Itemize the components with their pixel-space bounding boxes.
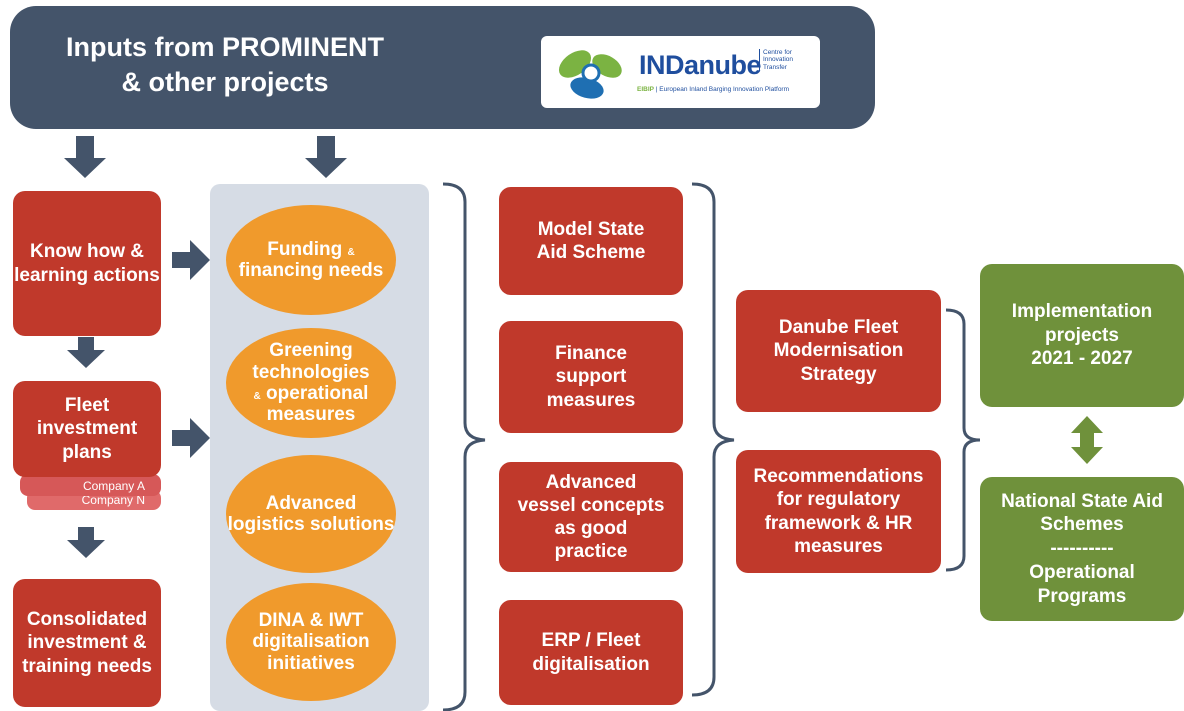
national-label-2: Operational Programs: [1029, 561, 1135, 607]
down-arrow-icon: [64, 136, 106, 178]
recommendations-box: Recommendations for regulatory framework…: [736, 450, 941, 573]
erp-label: ERP / Fleet digitalisation: [532, 630, 650, 675]
model-state-aid-label: Model State Aid Scheme: [536, 218, 646, 263]
propeller-leaf-icon: [558, 50, 622, 99]
down-arrow-icon: [305, 136, 347, 178]
logistics-oval: Advanced logistics solutions: [226, 455, 396, 573]
knowhow-label: Know how & learning actions: [14, 241, 160, 286]
greening-amp: &: [253, 391, 261, 402]
greening-label-a: Greening technologies: [252, 340, 370, 383]
banner-title-line2: & other projects: [121, 67, 329, 98]
logo-name: INDanube: [639, 50, 762, 80]
fleet-plans-label: Fleet investment plans: [36, 395, 138, 463]
implementation-box: Implementation projects 2021 - 2027: [980, 264, 1184, 407]
funding-label-a: Funding: [267, 238, 343, 260]
double-arrow-icon: [1071, 416, 1103, 464]
finance-support-label: Finance support measures: [546, 343, 636, 411]
dina-label: DINA & IWT digitalisation initiatives: [252, 610, 370, 674]
right-arrow-icon: [172, 240, 210, 280]
fleet-strategy-label: Danube Fleet Modernisation Strategy: [773, 317, 904, 385]
implementation-label-2: 2021 - 2027: [1031, 348, 1133, 370]
recommendations-label: Recommendations for regulatory framework…: [753, 466, 924, 557]
fleet-plans-box: Fleet investment plans: [13, 381, 161, 477]
erp-box: ERP / Fleet digitalisation: [499, 600, 683, 705]
banner-title: Inputs from PROMINENT & other projects: [40, 30, 410, 100]
national-schemes-box: National State Aid Schemes ---------- Op…: [980, 477, 1184, 621]
company-n-label: Company N: [81, 493, 145, 507]
indanube-logo: INDanube Centre for Innovation Transfer …: [541, 36, 820, 108]
company-a-card: Company A: [20, 474, 161, 496]
funding-oval: Funding & financing needs: [226, 205, 396, 315]
brace-2: [691, 182, 735, 697]
down-arrow-icon: [67, 527, 105, 558]
right-arrow-icon: [172, 418, 210, 458]
logistics-label: Advanced logistics solutions: [227, 492, 395, 535]
brace-3: [945, 308, 981, 572]
advanced-vessel-box: Advanced vessel concepts as good practic…: [499, 462, 683, 572]
logo-centre: Centre for Innovation Transfer: [759, 49, 811, 72]
knowhow-box: Know how & learning actions: [13, 191, 161, 336]
finance-support-box: Finance support measures: [499, 321, 683, 433]
greening-label-b: operational measures: [266, 383, 369, 426]
company-a-label: Company A: [82, 479, 145, 493]
fleet-strategy-box: Danube Fleet Modernisation Strategy: [736, 290, 941, 412]
brace-1: [442, 182, 486, 711]
logo-sub-text: | European Inland Barging Innovation Pla…: [655, 86, 790, 93]
consolidated-label: Consolidated investment & training needs: [22, 609, 152, 677]
implementation-label-1: Implementation projects: [1011, 300, 1153, 346]
model-state-aid-box: Model State Aid Scheme: [499, 187, 683, 295]
logo-sub-acronym: EIBIP: [637, 86, 654, 93]
greening-oval: Greening technologies & operational meas…: [226, 328, 396, 438]
funding-label-b: financing needs: [238, 260, 384, 281]
funding-amp: &: [347, 246, 355, 258]
logo-subtitle: EIBIP | European Inland Barging Innovati…: [637, 86, 789, 93]
consolidated-box: Consolidated investment & training needs: [13, 579, 161, 707]
advanced-vessel-label: Advanced vessel concepts as good practic…: [517, 471, 665, 563]
national-dashes: ----------: [1050, 538, 1114, 560]
banner-title-line1: Inputs from PROMINENT: [66, 32, 384, 62]
down-arrow-icon: [67, 337, 105, 368]
dina-oval: DINA & IWT digitalisation initiatives: [226, 583, 396, 701]
national-label-1: National State Aid Schemes: [1001, 490, 1163, 536]
